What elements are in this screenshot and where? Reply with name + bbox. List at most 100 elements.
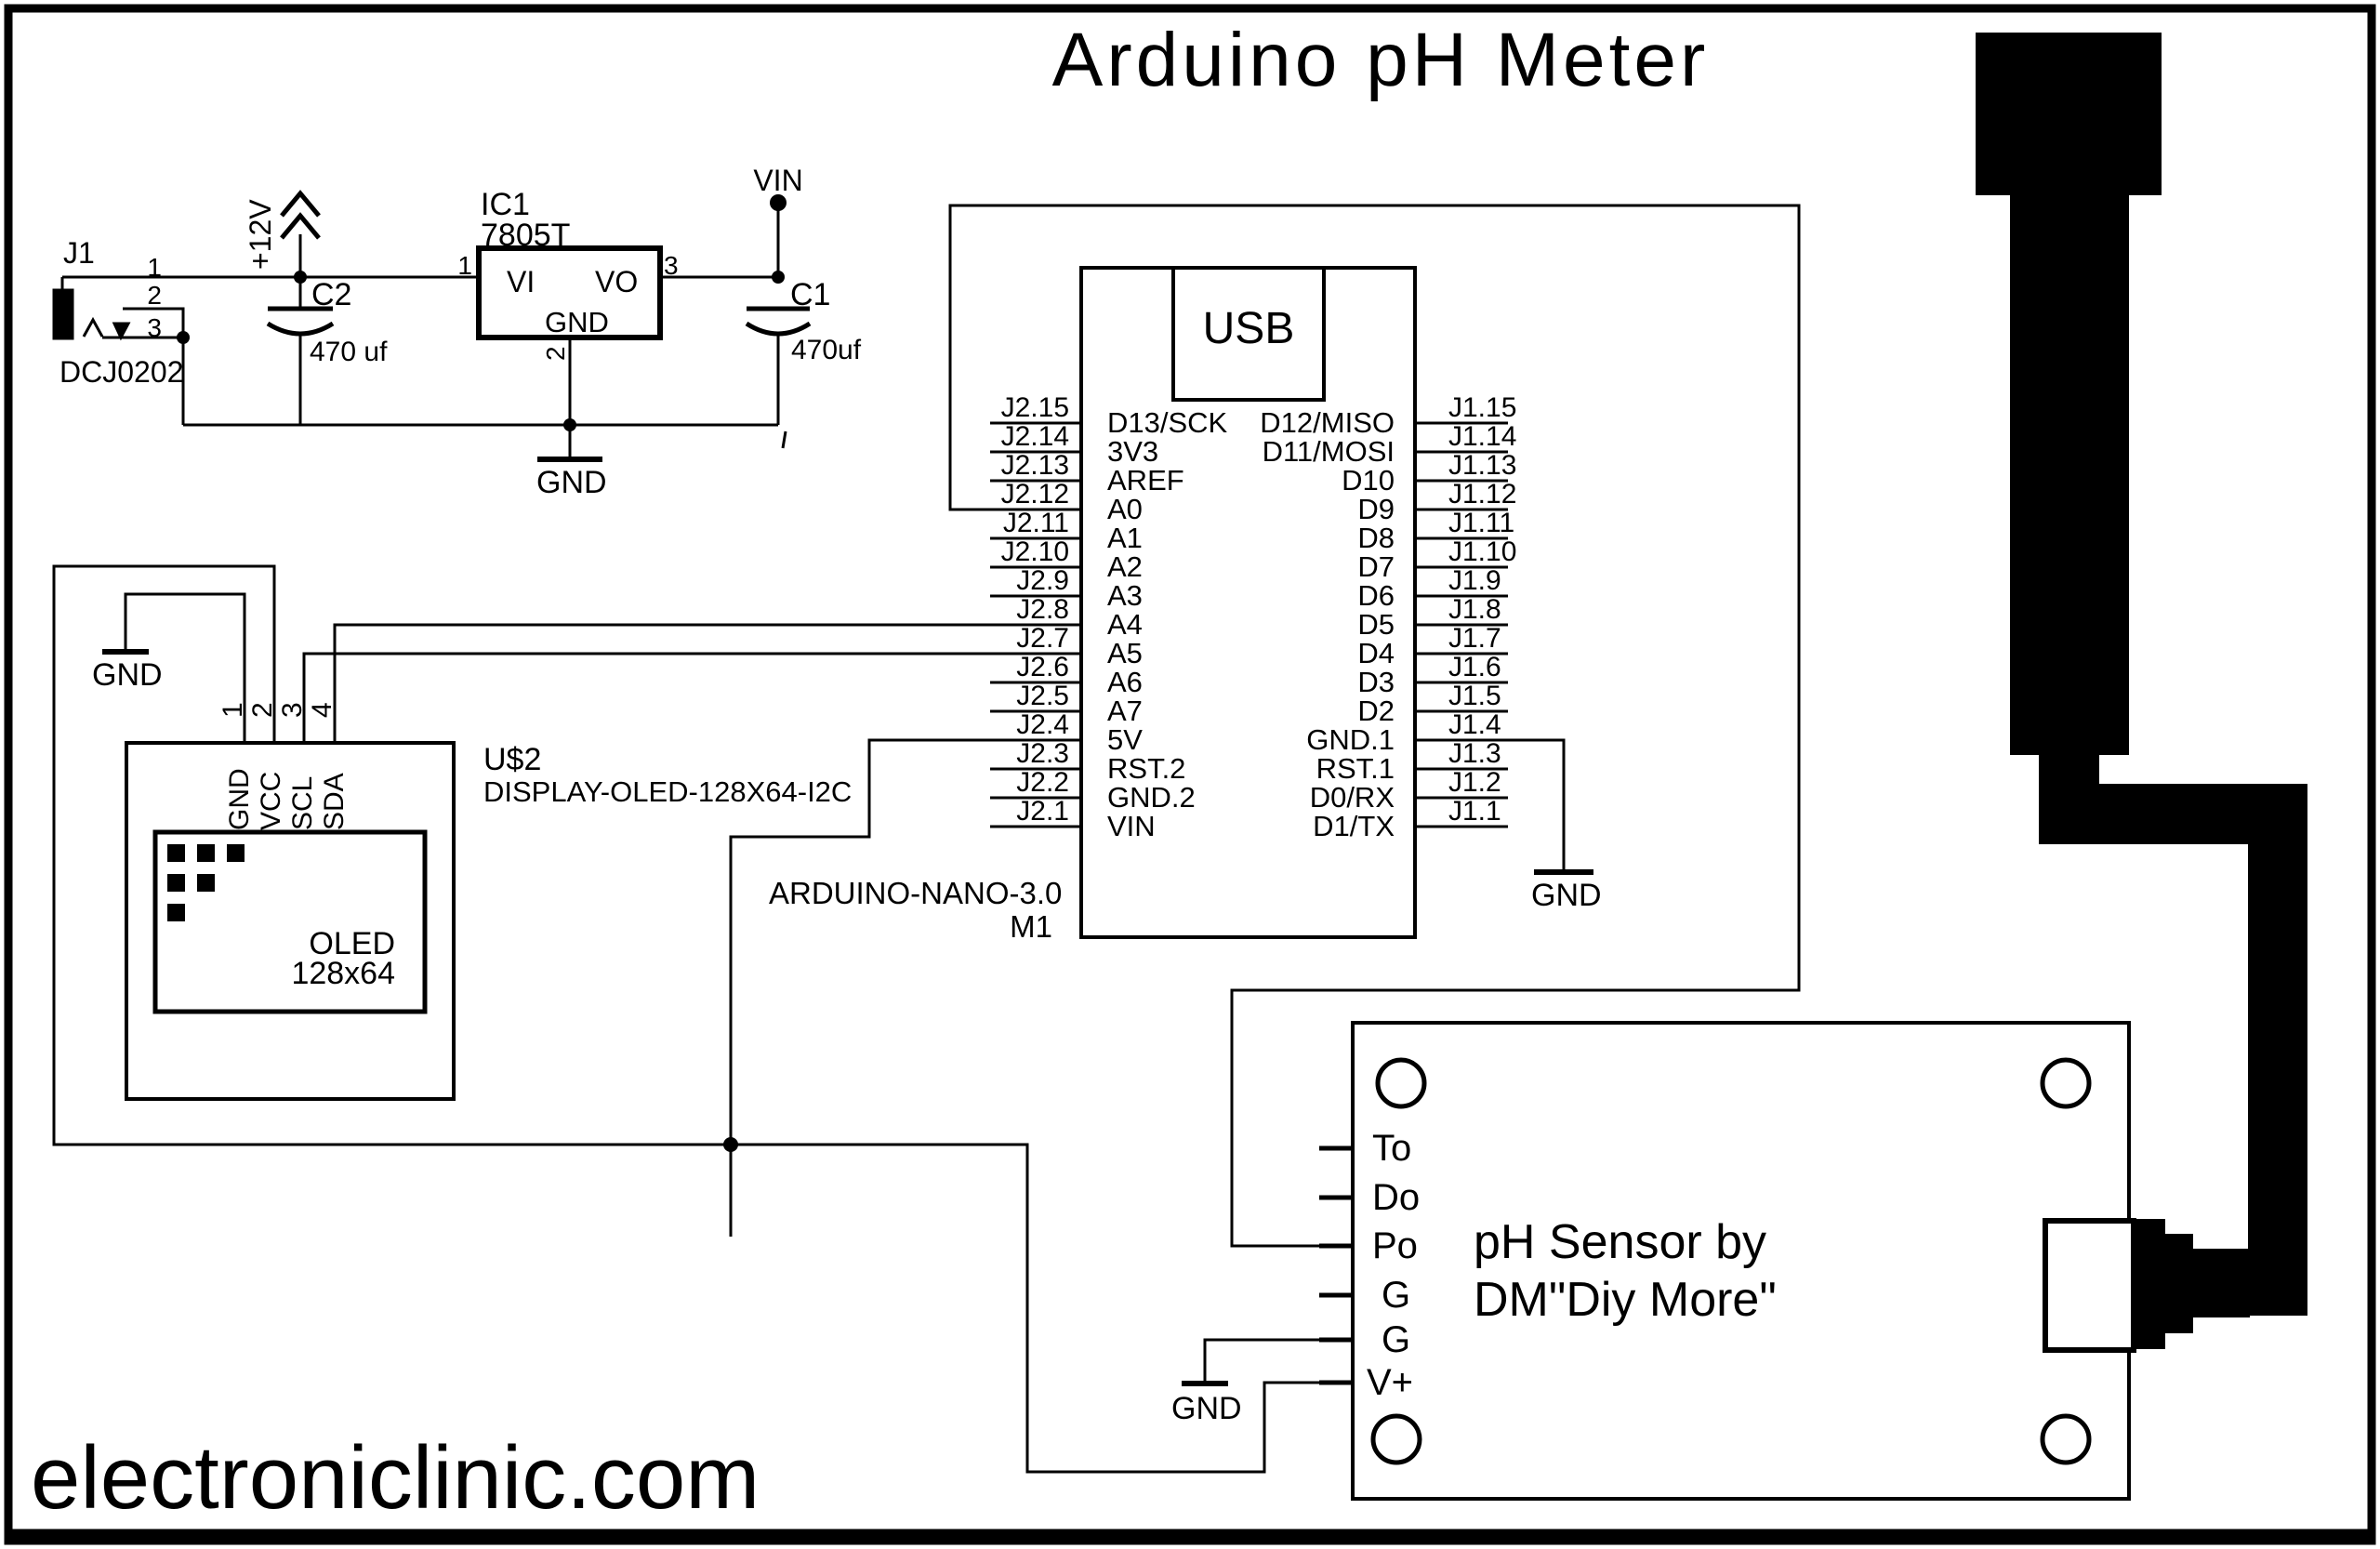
pin-name-d4: D4 <box>1357 637 1395 669</box>
sensor-pin-po: Po <box>1372 1225 1418 1266</box>
pin-ext-j1-1: J1.1 <box>1448 796 1501 827</box>
pin-name-d8: D8 <box>1357 522 1395 554</box>
watermark: electroniclinic.com <box>31 1428 760 1528</box>
c1-refdes: C1 <box>790 277 831 312</box>
pin-ext-j1-11: J1.11 <box>1448 508 1515 538</box>
ic1-pin2-number: 2 <box>541 346 570 361</box>
probe-cable-vertical <box>2248 784 2307 1316</box>
pin-ext-j1-15: J1.15 <box>1448 392 1517 423</box>
oled-pin3-name: SCL <box>287 775 318 830</box>
wire-vcc-net <box>52 564 1353 1474</box>
pin-name-gnd2: GND.2 <box>1107 781 1196 814</box>
pin-name-rst1: RST.1 <box>1316 752 1395 785</box>
oled-pixel-pattern <box>167 844 245 921</box>
oled-pin4-number: 4 <box>307 702 337 718</box>
oled-part: DISPLAY-OLED-128X64-I2C <box>483 775 853 808</box>
gnd-label-main: GND <box>536 465 607 500</box>
pin-name-d12: D12/MISO <box>1260 406 1395 439</box>
wire-scl-a5 <box>302 652 1081 743</box>
oled-pin1-name: GND <box>224 768 255 830</box>
rail-12v-label: +12V <box>244 199 277 270</box>
wire-oled-gnd <box>124 592 246 743</box>
ic1-gnd-label: GND <box>545 306 609 338</box>
c2-value: 470 uf <box>310 337 388 367</box>
pin-name-a4: A4 <box>1107 608 1143 641</box>
gnd-label-oled: GND <box>92 657 163 693</box>
pin-ext-j1-12: J1.12 <box>1448 479 1517 510</box>
j1-pin1-number: 1 <box>147 253 162 282</box>
pin-ext-j2-12: J2.12 <box>1000 479 1069 510</box>
pin-ext-j1-14: J1.14 <box>1448 421 1517 452</box>
mount-hole-tr <box>2040 1057 2092 1109</box>
sensor-pin-vplus: V+ <box>1367 1362 1414 1403</box>
pin-ext-j2-10: J2.10 <box>1000 536 1069 567</box>
dc-jack-arrow-icon <box>112 322 131 341</box>
pin-ext-j2-1: J2.1 <box>1016 796 1069 827</box>
pin-name-a2: A2 <box>1107 550 1143 583</box>
wire-sda-a4 <box>333 623 1081 743</box>
probe-neck <box>2039 753 2099 844</box>
oled-refdes: U$2 <box>483 742 542 777</box>
sensor-pin-g1: G <box>1382 1275 1411 1316</box>
ic1-pin1-number: 1 <box>457 251 472 280</box>
arduino-name: ARDUINO-NANO-3.0 <box>769 876 1063 910</box>
dc-jack-barrel <box>52 288 74 340</box>
wire-arduino-gnd <box>1415 738 1566 872</box>
ic1-part: 7805T <box>481 218 571 253</box>
ic1-vi-label: VI <box>507 265 536 298</box>
pin-name-d0rx: D0/RX <box>1309 781 1395 814</box>
oled-pin1-number: 1 <box>218 702 248 718</box>
pin-name-d6: D6 <box>1357 579 1395 612</box>
pin-ext-j2-3: J2.3 <box>1016 738 1069 769</box>
ic1-pin3-number: 3 <box>664 251 679 280</box>
c1-curve <box>745 321 812 337</box>
mount-hole-br <box>2040 1413 2092 1465</box>
c2-curve <box>266 321 335 337</box>
oled-screen-line1: OLED <box>309 926 395 961</box>
oled-pin2-name: VCC <box>256 771 286 830</box>
pin-name-vin: VIN <box>1107 810 1156 842</box>
bnc-step-3 <box>2134 1219 2165 1349</box>
sensor-title-line2: DM"Diy More" <box>1474 1273 1777 1327</box>
sensor-pin-do: Do <box>1372 1177 1421 1218</box>
sensor-pin-g2: G <box>1382 1319 1411 1360</box>
vin-label: VIN <box>753 164 803 197</box>
usb-label: USB <box>1202 304 1295 353</box>
pin-ext-j1-13: J1.13 <box>1448 450 1517 481</box>
supply-arrow-icon2 <box>280 212 321 240</box>
pin-ext-j1-6: J1.6 <box>1448 652 1501 682</box>
pin-ext-j2-6: J2.6 <box>1016 652 1069 682</box>
c1-value: 470uf <box>791 335 862 365</box>
gnd-label-arduino: GND <box>1531 878 1602 913</box>
sensor-pin-to: To <box>1372 1128 1412 1169</box>
pin-ext-j2-5: J2.5 <box>1016 681 1069 711</box>
pin-ext-j2-11: J2.11 <box>1002 508 1069 538</box>
wire-j1-pin2 <box>123 307 185 338</box>
pin-ext-j2-8: J2.8 <box>1016 594 1069 625</box>
pin-ext-j2-14: J2.14 <box>1000 421 1069 452</box>
page-title: Arduino pH Meter <box>1051 18 1710 102</box>
supply-arrow-icon <box>280 190 321 218</box>
pin-name-a7: A7 <box>1107 695 1143 727</box>
pin-ext-j2-15: J2.15 <box>1000 392 1069 423</box>
mount-hole-bl <box>1370 1413 1422 1465</box>
pin-name-gnd1: GND.1 <box>1306 723 1395 756</box>
sensor-title-line1: pH Sensor by <box>1474 1215 1767 1269</box>
pin-name-d2: D2 <box>1357 695 1395 727</box>
pin-name-d1tx: D1/TX <box>1313 810 1395 842</box>
c2-refdes: C2 <box>311 277 352 312</box>
ph-probe-silhouette <box>1976 33 2307 1349</box>
pin-name-rst2: RST.2 <box>1107 752 1186 785</box>
oled-screen-box <box>152 829 428 1014</box>
wire-a0-po <box>948 204 1801 1248</box>
probe-body <box>2010 193 2129 755</box>
pin-ext-j2-2: J2.2 <box>1016 767 1069 798</box>
ic1-vo-label: VO <box>595 265 639 298</box>
pin-name-d9: D9 <box>1357 493 1395 525</box>
pin-ext-j1-10: J1.10 <box>1448 536 1517 567</box>
pin-name-d10: D10 <box>1342 464 1395 496</box>
pin-ext-j2-4: J2.4 <box>1016 709 1069 740</box>
bnc-step-2 <box>2163 1234 2193 1333</box>
